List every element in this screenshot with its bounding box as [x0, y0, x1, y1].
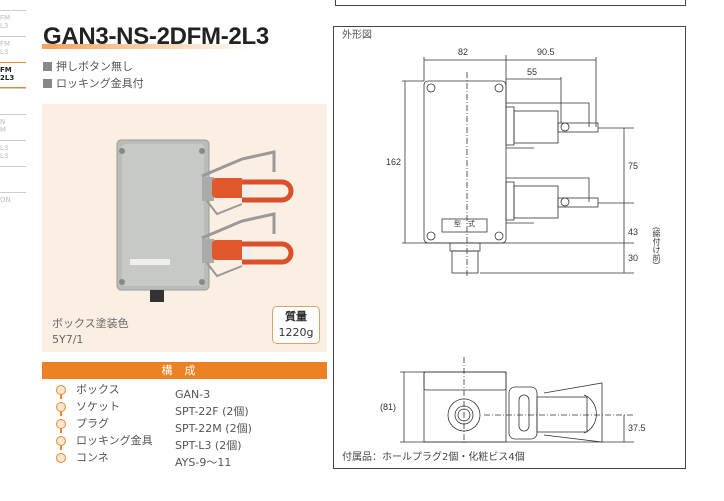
sidebar-item[interactable]: FM L3	[0, 10, 26, 36]
dim-note: (締付け前)	[652, 227, 661, 265]
sidebar-item[interactable]: ON	[0, 192, 26, 218]
feature-item: 押しボタン無し	[43, 59, 133, 74]
composition-row: ソケット SPT-22F (2個)	[56, 398, 326, 418]
sidebar-item[interactable]: N M	[0, 114, 26, 140]
outline-drawing	[400, 55, 634, 445]
accessories-note: 付属品：ホールプラグ2個・化粧ビス4個	[342, 452, 525, 463]
weight-badge: 質量 1220g	[272, 306, 320, 344]
sidebar-item-active[interactable]: FM 2L3	[0, 62, 26, 88]
paint-color-label: ボックス塗装色	[52, 317, 129, 330]
dim-55: 55	[527, 67, 538, 77]
weight-value: 1220g	[278, 326, 314, 339]
connector-line	[60, 428, 62, 433]
connector-line	[60, 394, 62, 399]
drawing-label: 外形図	[342, 30, 372, 41]
product-photo-panel: ボックス塗装色 5Y7/1 質量 1220g	[42, 104, 327, 352]
weight-label: 質量	[285, 310, 307, 323]
sidebar-item[interactable]: FM L3	[0, 36, 26, 62]
sidebar-item[interactable]	[0, 166, 26, 192]
outline-drawing-panel: 外形図 82 90.5 55 162 75 43 30 (締付け前) 型 式 (…	[333, 26, 686, 469]
part-value: SPT-22M (2個)	[175, 422, 252, 435]
circle-bullet-icon	[56, 453, 66, 463]
paint-color-value: 5Y7/1	[52, 333, 84, 346]
dim-37-5: 37.5	[628, 423, 646, 433]
composition-row: プラグ SPT-22M (2個)	[56, 415, 326, 435]
dim-82: 82	[458, 47, 469, 57]
composition-row: コンネ AYS-9〜11	[56, 449, 326, 469]
sidebar-nav: FM L3 FM L3 FM 2L3 N M L3 L3 ON	[0, 10, 26, 218]
part-value: GAN-3	[175, 388, 211, 401]
composition-row: ボックス GAN-3	[56, 381, 326, 401]
part-name: ボックス	[76, 383, 120, 396]
dim-162: 162	[386, 157, 402, 167]
title-underline	[42, 44, 252, 49]
dim-43: 43	[628, 227, 639, 237]
part-name: コンネ	[76, 451, 109, 464]
part-name: プラグ	[76, 417, 109, 430]
sidebar-item[interactable]: L3 L3	[0, 140, 26, 166]
product-title: GAN3-NS-2DFM-2L3	[43, 23, 269, 50]
bullet-square-icon	[43, 79, 52, 88]
connector-line	[60, 445, 62, 450]
feature-text: 押しボタン無し	[56, 60, 133, 73]
part-value: SPT-22F (2個)	[175, 405, 249, 418]
previous-panel-edge	[335, 0, 686, 6]
dim-75: 75	[628, 161, 639, 171]
composition-list: ボックス GAN-3 ソケット SPT-22F (2個) プラグ SPT-22M (2…	[56, 381, 326, 469]
product-photo	[116, 139, 294, 302]
part-name: ソケット	[76, 400, 120, 413]
composition-row: ロッキング金具 SPT-L3 (2個)	[56, 432, 326, 452]
part-value: SPT-L3 (2個)	[175, 439, 242, 452]
feature-text: ロッキング金具付	[56, 77, 144, 90]
paint-color-info: ボックス塗装色 5Y7/1	[52, 316, 129, 348]
part-value: AYS-9〜11	[175, 456, 232, 469]
dim-30: 30	[628, 253, 639, 263]
dim-81: (81)	[380, 402, 397, 412]
composition-header: 構成	[42, 362, 327, 379]
dim-90-5: 90.5	[537, 47, 555, 57]
nameplate-text: 型 式	[454, 221, 475, 228]
feature-item: ロッキング金具付	[43, 76, 144, 91]
sidebar-item[interactable]	[0, 88, 26, 114]
part-name: ロッキング金具	[76, 434, 153, 447]
connector-line	[60, 411, 62, 416]
bullet-square-icon	[43, 62, 52, 71]
